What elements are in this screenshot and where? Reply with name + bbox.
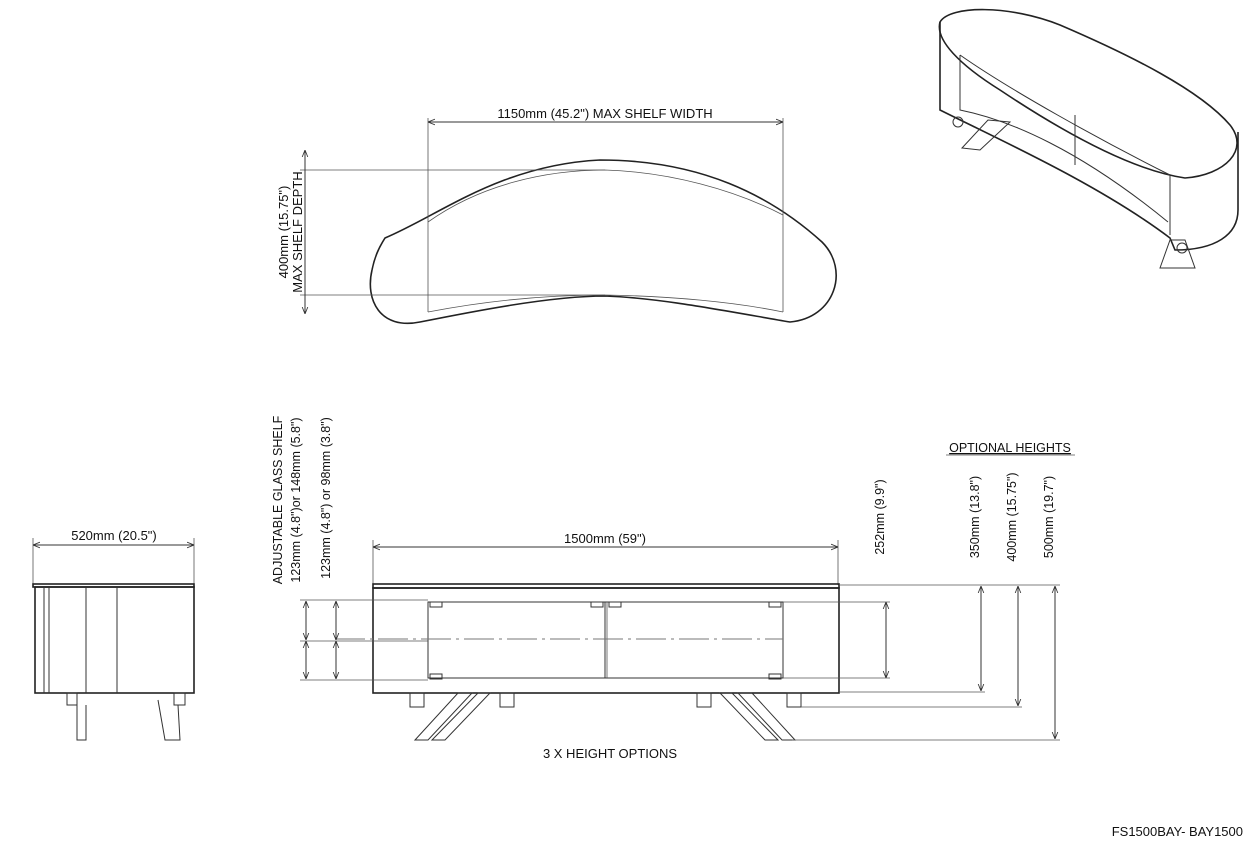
front-leg-right (718, 692, 797, 741)
side-width-label: 520mm (20.5") (71, 528, 157, 543)
shelf-adjust-label-line1: ADJUSTABLE GLASS SHELF (271, 415, 285, 584)
front-body (372, 587, 840, 694)
optional-heights-title: OPTIONAL HEIGHTS (949, 441, 1071, 455)
optional-height-label-500: 500mm (19.7") (1042, 476, 1056, 558)
model-code: FS1500BAY- BAY1500 (1112, 824, 1243, 839)
side-leg-right (157, 699, 181, 741)
internal-height-label: 252mm (9.9") (873, 479, 887, 554)
side-leg-left (76, 705, 87, 741)
isometric-view (938, 8, 1239, 269)
side-body (34, 586, 195, 694)
front-view: 1500mm (59") ADJUSTABLE GLASS SHELF 123m… (271, 415, 1075, 761)
front-leg-left (413, 692, 492, 741)
front-width-label: 1500mm (59") (564, 531, 646, 546)
shelf-depth-label-line2: MAX SHELF DEPTH (290, 171, 305, 292)
shelf-width-label: 1150mm (45.2") MAX SHELF WIDTH (497, 106, 712, 121)
shelf-adjust-label-line2: 123mm (4.8")or 148mm (5.8") (289, 417, 303, 582)
height-options-label: 3 X HEIGHT OPTIONS (543, 746, 677, 761)
iso-base-plate (960, 119, 1012, 151)
front-left-door (427, 601, 606, 679)
front-right-door (604, 601, 784, 679)
inner-shelf-front-line (427, 294, 784, 313)
side-view: 520mm (20.5") (32, 528, 195, 741)
iso-top-surface (938, 8, 1238, 179)
shelf-outline-top (369, 159, 837, 325)
optional-height-label-350: 350mm (13.8") (968, 476, 982, 558)
inner-shelf-line (427, 169, 784, 223)
optional-height-label-400: 400mm (15.75") (1005, 472, 1019, 561)
shelf-adjust-label-line3: 123mm (4.8") or 98mm (3.8") (319, 417, 333, 579)
iso-body-outline (939, 22, 1239, 251)
top-view: 1150mm (45.2") MAX SHELF WIDTH 400mm (15… (276, 106, 837, 325)
shelf-depth-label-line1: 400mm (15.75") (276, 186, 291, 279)
